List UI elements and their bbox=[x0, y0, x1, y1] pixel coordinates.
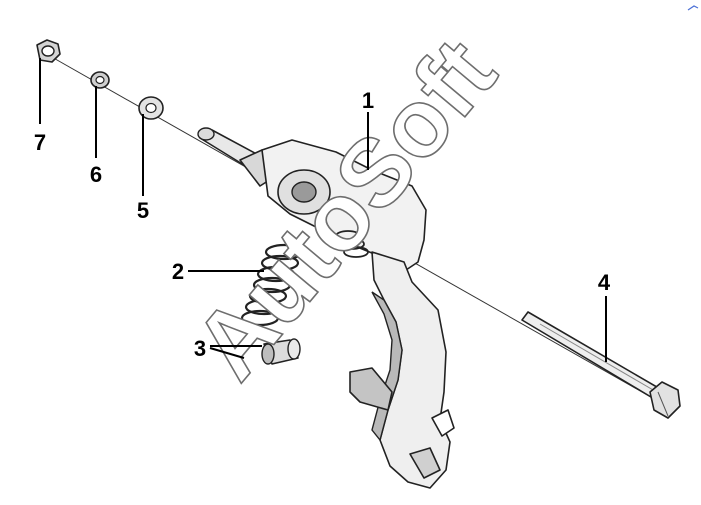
watermark-text: AutoSoft bbox=[174, 20, 516, 399]
leader-line-3b bbox=[209, 347, 245, 359]
corner-mark-icon bbox=[687, 5, 699, 11]
callout-2: 2 bbox=[172, 259, 184, 284]
watermark: AutoSoft bbox=[173, 19, 517, 400]
callout-4: 4 bbox=[598, 270, 611, 295]
hex-nut-part bbox=[36, 39, 61, 63]
leader-lines bbox=[39, 58, 607, 362]
bushing-part bbox=[261, 338, 301, 365]
coil-spring-part bbox=[240, 243, 304, 327]
seated-spring-part bbox=[335, 230, 369, 258]
callout-7: 7 bbox=[34, 130, 46, 155]
callout-5: 5 bbox=[137, 198, 149, 223]
callout-6: 6 bbox=[90, 162, 102, 187]
callout-1: 1 bbox=[362, 88, 374, 113]
lock-washer-part bbox=[90, 71, 110, 89]
hex-bolt-part bbox=[521, 311, 681, 419]
callout-3: 3 bbox=[194, 336, 206, 361]
flat-washer-part bbox=[138, 96, 164, 120]
lever-arm-part bbox=[197, 127, 455, 489]
